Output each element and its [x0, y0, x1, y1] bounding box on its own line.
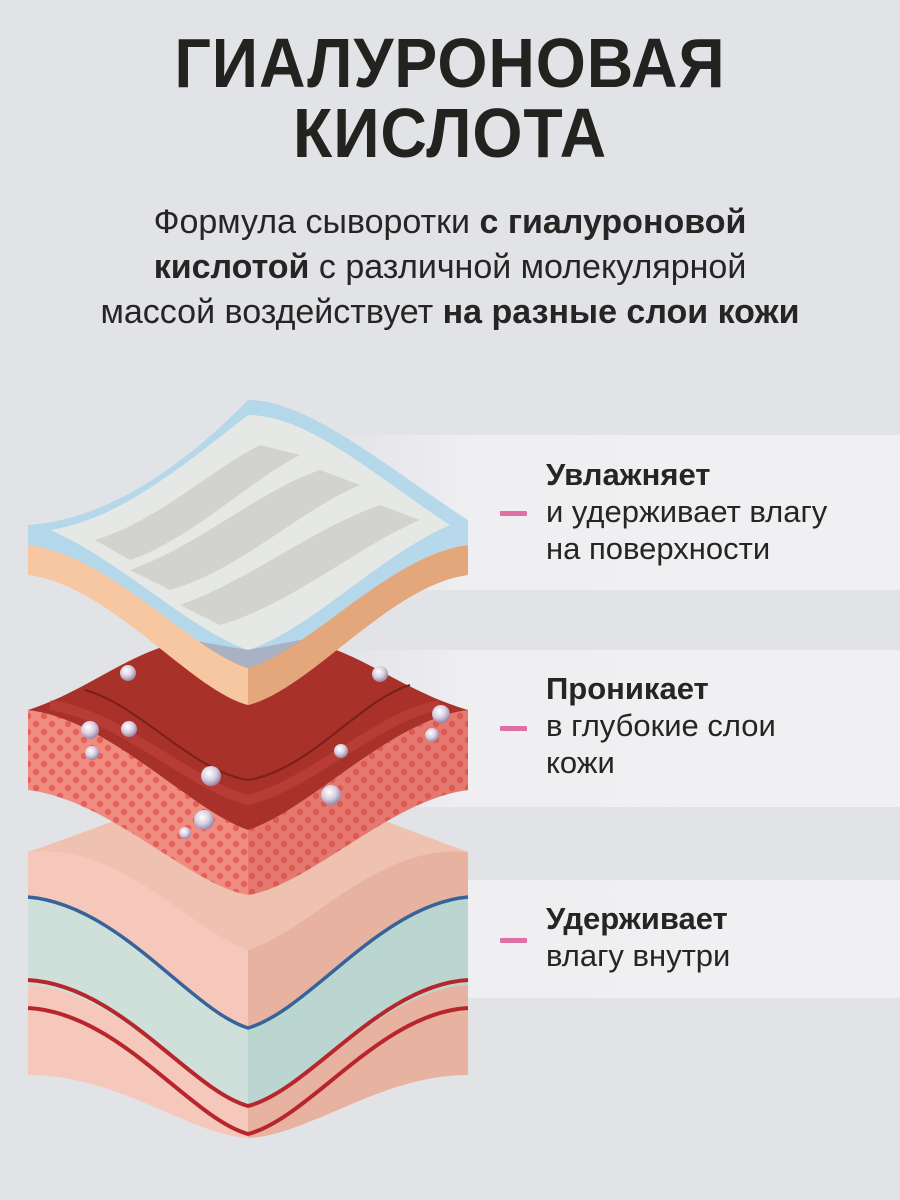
- skin-layers-illustration: [27, 400, 469, 1138]
- subtitle-text: Формула сыворотки: [153, 203, 480, 241]
- callout-line: на поверхности: [546, 531, 771, 566]
- callout-heading: Удерживает: [546, 901, 728, 936]
- callout-retains: Удерживает влагу внутри: [500, 900, 730, 974]
- title-line-1: ГИАЛУРОНОВАЯ: [174, 24, 726, 102]
- title-line-2: КИСЛОТА: [292, 94, 608, 172]
- callout-text: Увлажняет и удерживает влагу на поверхно…: [546, 456, 827, 567]
- pink-dash-icon: [500, 511, 527, 516]
- callout-heading: Увлажняет: [546, 457, 711, 492]
- subtitle: Формула сыворотки с гиалуроновой кислото…: [0, 200, 900, 335]
- page-title: ГИАЛУРОНОВАЯ КИСЛОТА: [36, 28, 864, 168]
- subtitle-text: массой воздействует: [100, 293, 443, 331]
- callout-line: влагу внутри: [546, 938, 731, 973]
- subtitle-line-2: кислотой с различной молекулярной: [0, 245, 900, 290]
- subtitle-line-3: массой воздействует на разные слои кожи: [0, 290, 900, 335]
- pink-dash-icon: [500, 726, 527, 731]
- callout-line: и удерживает влагу: [546, 494, 828, 529]
- callout-text: Проникает в глубокие слои кожи: [546, 670, 776, 781]
- subtitle-line-1: Формула сыворотки с гиалуроновой: [0, 200, 900, 245]
- callout-line: в глубокие слои: [546, 708, 776, 743]
- subtitle-bold: кислотой: [153, 248, 310, 286]
- callout-moisturizes: Увлажняет и удерживает влагу на поверхно…: [500, 456, 827, 567]
- water-droplets: [81, 665, 450, 839]
- callout-penetrates: Проникает в глубокие слои кожи: [500, 670, 776, 781]
- subtitle-bold: на разные слои кожи: [442, 293, 800, 331]
- subtitle-text: с различной молекулярной: [309, 248, 747, 286]
- callout-heading: Проникает: [546, 671, 709, 706]
- callout-line: кожи: [546, 745, 615, 780]
- middle-layer: [28, 640, 468, 895]
- pink-dash-icon: [500, 938, 527, 943]
- callout-text: Удерживает влагу внутри: [546, 900, 730, 974]
- top-layer: [28, 400, 468, 705]
- subtitle-bold: с гиалуроновой: [479, 203, 747, 241]
